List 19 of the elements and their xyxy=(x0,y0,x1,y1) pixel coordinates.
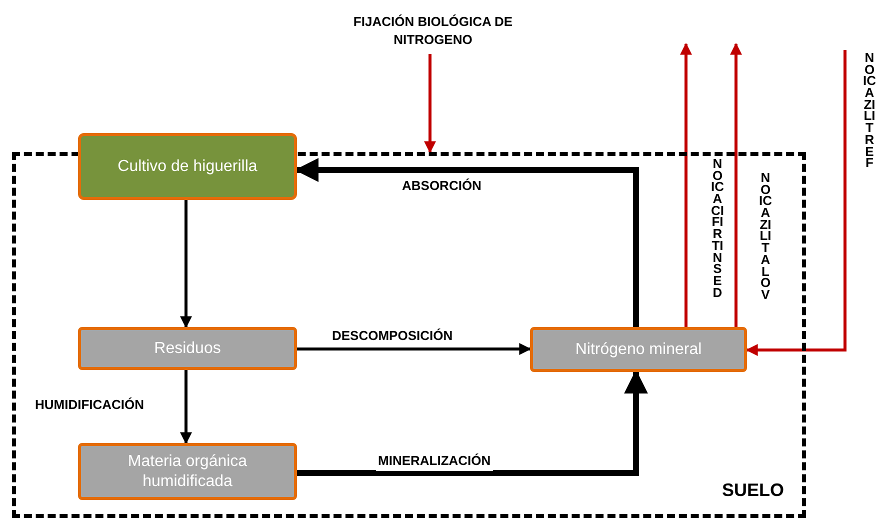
arrow xyxy=(180,370,192,444)
edge-label: MINERALIZACIÓN xyxy=(376,451,493,470)
arrow xyxy=(297,370,648,476)
arrow xyxy=(746,50,846,356)
edge-label: NOICACIFIRTINSED xyxy=(711,158,724,298)
arrow xyxy=(297,343,532,355)
arrow xyxy=(424,54,436,154)
process-box: Residuos xyxy=(78,327,297,370)
arrow xyxy=(180,200,192,328)
edge-label: NOICAZILITREF xyxy=(863,52,876,169)
arrow xyxy=(680,42,692,327)
text-label: FIJACIÓN BIOLÓGICA DE NITROGENO xyxy=(333,8,533,54)
process-box: Nitrógeno mineral xyxy=(530,327,747,372)
region-label: SUELO xyxy=(722,479,784,502)
process-box: Cultivo de higuerilla xyxy=(78,133,297,200)
arrow xyxy=(294,158,639,327)
process-box: Materia orgánica humidificada xyxy=(78,443,297,500)
edge-label: NOICAZILITALOV xyxy=(759,172,772,301)
arrow xyxy=(730,42,742,327)
